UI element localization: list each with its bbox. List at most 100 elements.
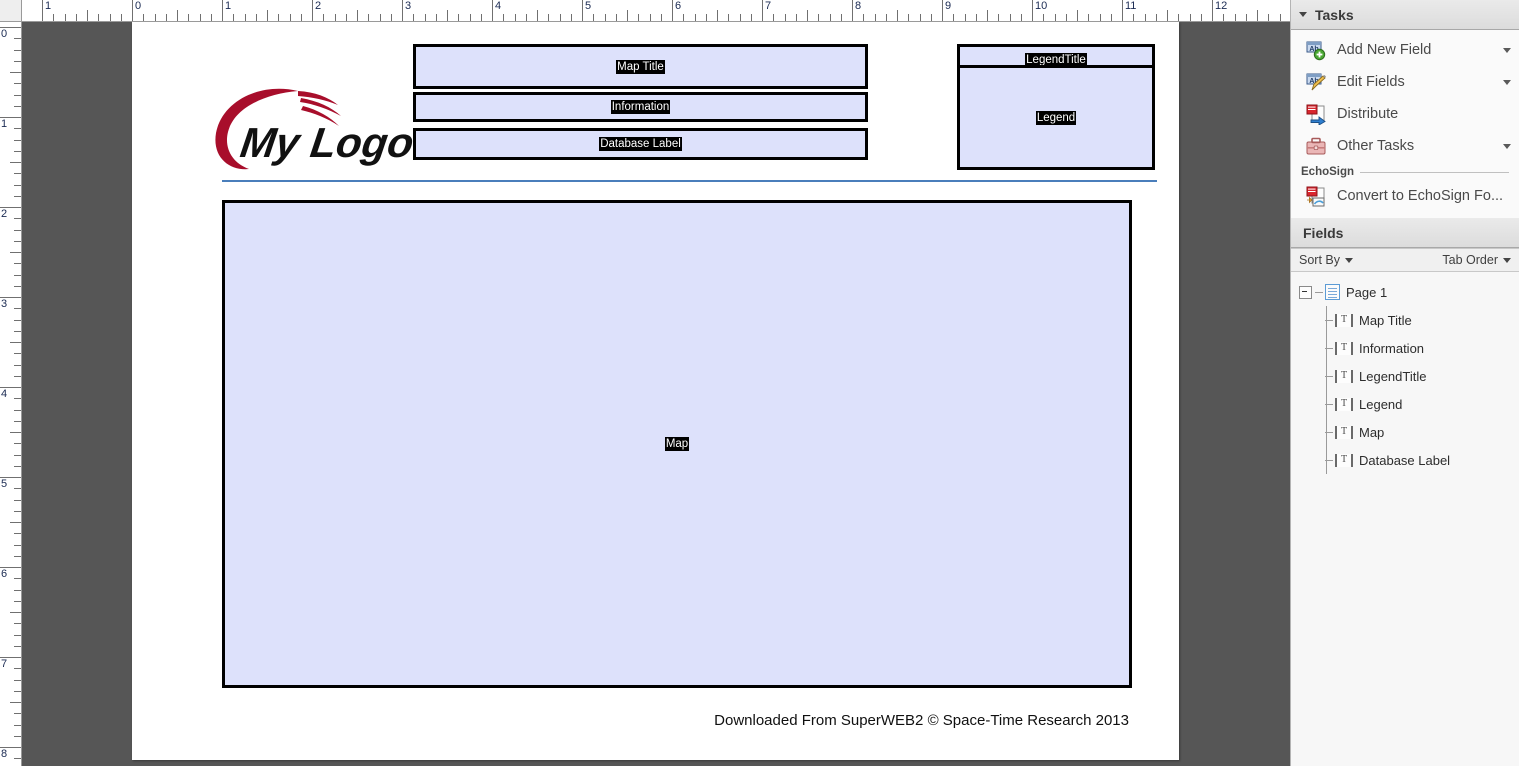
chevron-down-icon[interactable] xyxy=(1503,47,1511,53)
ruler-tick-minor xyxy=(1043,14,1045,21)
ruler-tick-minor xyxy=(728,14,730,21)
form-field-legend[interactable]: Legend xyxy=(957,65,1155,170)
ruler-tick-minor xyxy=(267,10,268,21)
tree-row-legendtitle[interactable]: LegendTitle xyxy=(1291,362,1519,390)
ruler-tick-minor xyxy=(1099,14,1101,21)
ruler-tick-minor xyxy=(177,10,178,21)
header-divider-rule xyxy=(222,180,1157,182)
ruler-tick-minor xyxy=(480,14,482,21)
ruler-label: 9 xyxy=(945,0,952,12)
form-field-database-label[interactable]: Database Label xyxy=(413,128,868,160)
ruler-tick-minor xyxy=(14,364,21,366)
ruler-tick-minor xyxy=(10,432,21,433)
fields-panel-header[interactable]: Fields xyxy=(1291,218,1519,248)
form-field-label: Map Title xyxy=(616,59,665,74)
ruler-tick-minor xyxy=(14,105,21,107)
form-field-map[interactable]: Map xyxy=(222,200,1132,688)
ruler-tick xyxy=(0,207,21,208)
chevron-down-icon[interactable] xyxy=(1503,79,1511,85)
ruler-tick-minor xyxy=(447,10,448,21)
ruler-tick-minor xyxy=(53,14,55,21)
distribute-icon xyxy=(1305,103,1327,126)
ruler-tick-minor xyxy=(120,14,122,21)
task-item-label: Edit Fields xyxy=(1337,74,1405,90)
task-item-label: Convert to EchoSign Fo... xyxy=(1337,188,1504,204)
fields-tree: Page 1Map TitleInformationLegendTitleLeg… xyxy=(1291,272,1519,766)
tree-row-database-label[interactable]: Database Label xyxy=(1291,446,1519,474)
tree-row-legend[interactable]: Legend xyxy=(1291,390,1519,418)
ruler-label: 8 xyxy=(855,0,862,12)
ruler-tick-minor xyxy=(14,218,21,220)
tab-order-dropdown[interactable]: Tab Order xyxy=(1442,253,1511,267)
ruler-tick-minor xyxy=(334,14,336,21)
ruler-tick-minor xyxy=(1144,14,1146,21)
ruler-tick-minor xyxy=(570,14,572,21)
ruler-tick-minor xyxy=(10,252,21,253)
ruler-tick-minor xyxy=(1155,14,1157,21)
tree-row-map-title[interactable]: Map Title xyxy=(1291,306,1519,334)
ruler-tick-minor xyxy=(548,14,550,21)
task-item-distribute[interactable]: Distribute xyxy=(1291,98,1519,130)
ruler-tick-minor xyxy=(537,10,538,21)
ruler-tick xyxy=(0,297,21,298)
ruler-tick-minor xyxy=(98,14,100,21)
ruler-tick-minor xyxy=(390,14,392,21)
ruler-tick-minor xyxy=(840,14,842,21)
tree-row-information[interactable]: Information xyxy=(1291,334,1519,362)
collapse-expander-icon[interactable] xyxy=(1299,285,1312,299)
ruler-tick-minor xyxy=(14,49,21,51)
ruler-tick-minor xyxy=(1268,14,1270,21)
ruler-label: 0 xyxy=(1,28,8,40)
ruler-tick-minor xyxy=(14,544,21,546)
ruler-tick-minor xyxy=(14,454,21,456)
ruler-tick-minor xyxy=(1009,14,1011,21)
ruler-tick-minor xyxy=(795,14,797,21)
ruler-tick-minor xyxy=(14,420,21,422)
tree-row-page-1[interactable]: Page 1 xyxy=(1291,278,1519,306)
chevron-down-icon[interactable] xyxy=(1503,143,1511,149)
text-field-icon xyxy=(1335,341,1353,355)
sort-by-label: Sort By xyxy=(1299,253,1340,267)
ruler-tick-minor xyxy=(1200,14,1202,21)
ruler-label: 1 xyxy=(1,118,8,130)
ruler-tick-minor xyxy=(717,10,718,21)
echosign-group-label: EchoSign xyxy=(1301,166,1355,178)
task-item-other-tasks[interactable]: Other Tasks xyxy=(1291,130,1519,162)
text-field-icon xyxy=(1335,425,1353,439)
ruler-tick-minor xyxy=(244,14,246,21)
fields-panel-title: Fields xyxy=(1303,224,1344,241)
ruler-tick-minor xyxy=(413,14,415,21)
tree-row-map[interactable]: Map xyxy=(1291,418,1519,446)
ruler-label: 7 xyxy=(765,0,772,12)
ruler-tick-minor xyxy=(525,14,527,21)
collapse-caret-icon[interactable] xyxy=(1299,12,1307,17)
ruler-tick-minor xyxy=(14,465,21,467)
ruler-tick-minor xyxy=(14,319,21,321)
ruler-tick-minor xyxy=(14,398,21,400)
ruler-tick-minor xyxy=(87,10,88,21)
form-field-information[interactable]: Information xyxy=(413,92,868,122)
ruler-label: 3 xyxy=(405,0,412,12)
ruler-tick-minor xyxy=(14,285,21,287)
page-icon xyxy=(1325,284,1340,300)
task-item-convert-to-echosign-fo[interactable]: Convert to EchoSign Fo... xyxy=(1291,180,1519,212)
ruler-tick-minor xyxy=(14,758,21,760)
form-field-label: Information xyxy=(610,100,671,114)
fields-sort-bar: Sort By Tab Order xyxy=(1291,248,1519,272)
tasks-panel-header[interactable]: Tasks xyxy=(1291,0,1519,30)
ruler-tick xyxy=(1212,0,1213,21)
ruler-tick-minor xyxy=(14,139,21,141)
tree-connector-line xyxy=(1325,347,1333,349)
form-field-map-title[interactable]: Map Title xyxy=(413,44,868,89)
sort-by-dropdown[interactable]: Sort By xyxy=(1299,253,1353,267)
ruler-tick-minor xyxy=(357,10,358,21)
ruler-tick-minor xyxy=(1088,14,1090,21)
